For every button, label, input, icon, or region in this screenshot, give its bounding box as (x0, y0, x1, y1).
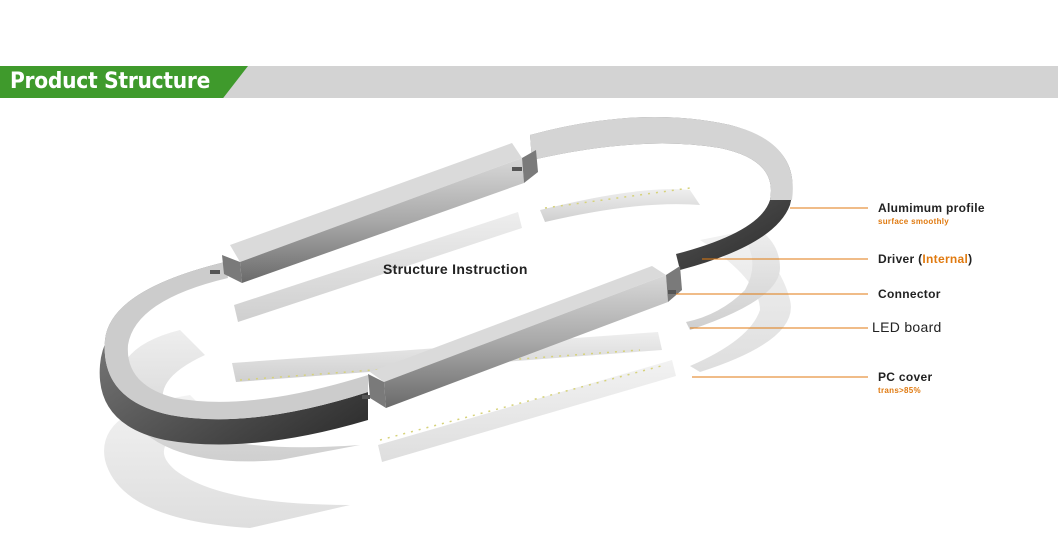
section-banner: Product Structure (0, 66, 1058, 98)
label-connector: Connector (878, 287, 941, 301)
leader-lines (676, 207, 868, 378)
aluminium-profile-upper-straight (222, 143, 538, 283)
note-trans: trans>85% (878, 386, 921, 395)
banner-green-tab (0, 66, 248, 98)
diagram-heading: Structure Instruction (383, 261, 528, 277)
label-driver-prefix: Driver ( (878, 252, 923, 266)
section-title: Product Structure (10, 69, 211, 94)
label-driver-highlight: Internal (922, 252, 969, 266)
label-pc-cover: PC cover (878, 370, 933, 384)
label-alumimum-profile: Alumimum profile (878, 201, 985, 215)
label-driver-suffix: ) (968, 252, 973, 266)
label-led-board: LED board (872, 319, 942, 335)
connectors (210, 167, 676, 399)
aluminium-profile-right-curve (530, 117, 793, 270)
note-surface-smoothly: surface smoothly (878, 217, 950, 226)
aluminium-profile-lower-straight (368, 266, 682, 408)
aluminium-profile-left-curve (99, 262, 369, 445)
label-driver: Driver (Internal) (878, 252, 972, 266)
